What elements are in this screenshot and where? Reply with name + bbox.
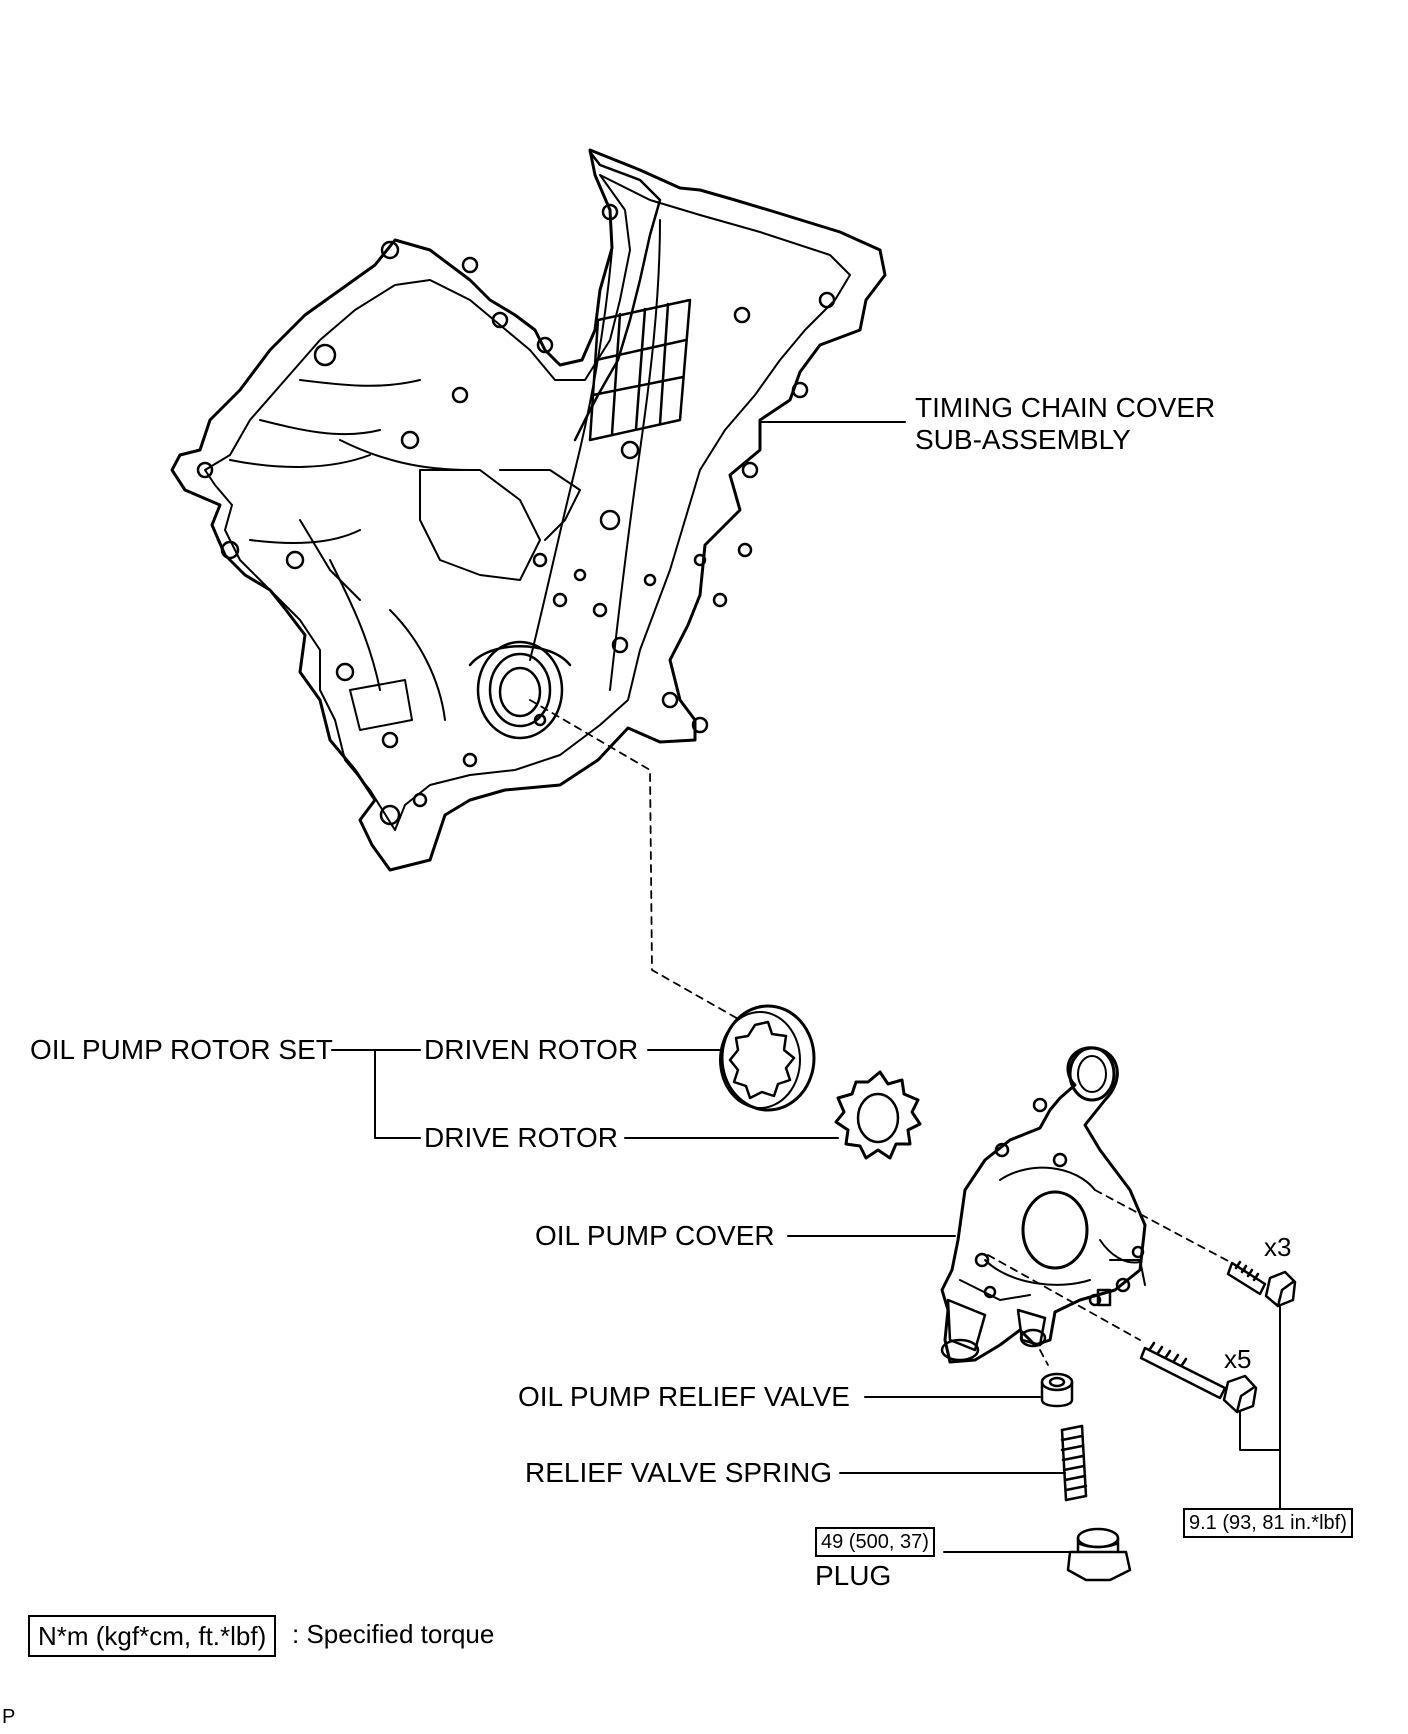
- label-bolt-qty-x3: x3: [1264, 1232, 1292, 1262]
- relief-valve-drawing: [1040, 1372, 1074, 1408]
- rotor-set-bracket: [331, 1049, 421, 1139]
- crankshaft-oil-seal-boss: [468, 640, 572, 740]
- label-oil-pump-rotor-set: OIL PUMP ROTOR SET: [30, 1034, 333, 1065]
- timing-chain-cover-inner-rim: [204, 174, 851, 831]
- label-plug: PLUG: [815, 1560, 892, 1591]
- cover-lattice-window: [588, 298, 692, 442]
- timing-chain-cover-outline: [170, 148, 887, 872]
- label-oil-pump-cover: OIL PUMP COVER: [535, 1220, 775, 1251]
- relief-valve-spring-drawing: [1060, 1424, 1088, 1502]
- label-drive-rotor: DRIVE ROTOR: [424, 1122, 618, 1153]
- alignment-dash-to-bolts-b: [987, 1254, 1141, 1341]
- corner-mark: P: [2, 1706, 16, 1728]
- alignment-dash-to-relief-valve: [1039, 1349, 1049, 1366]
- long-bolt-drawing: [1139, 1341, 1258, 1414]
- driven-rotor-drawing: [719, 1004, 816, 1112]
- torque-box-bolts: 9.1 (93, 81 in.*lbf): [1183, 1508, 1353, 1538]
- cover-bolt-holes: [196, 203, 836, 826]
- label-timing-chain-cover-sub: SUB-ASSEMBLY: [915, 424, 1131, 455]
- label-bolt-qty-x5: x5: [1224, 1344, 1252, 1374]
- cover-lower-lobe: [329, 559, 446, 731]
- plug-drawing: [1066, 1527, 1132, 1582]
- label-oil-pump-relief-valve: OIL PUMP RELIEF VALVE: [518, 1381, 850, 1412]
- legend-torque-box: N*m (kgf*cm, ft.*lbf): [28, 1615, 277, 1657]
- alignment-dash-cover-to-rotor: [529, 699, 741, 1021]
- oil-pump-cover-drawing: [940, 1046, 1147, 1364]
- label-relief-valve-spring: RELIEF VALVE SPRING: [525, 1457, 833, 1488]
- label-driven-rotor: DRIVEN ROTOR: [424, 1034, 639, 1065]
- oil-pump-cover-bore: [1021, 1190, 1089, 1270]
- cover-left-ribs: [229, 379, 581, 601]
- oil-pump-cover-outline: [940, 1046, 1147, 1364]
- cover-central-ridge: [529, 219, 661, 691]
- drive-rotor-drawing: [834, 1070, 922, 1160]
- short-bolt-drawing: [1226, 1260, 1297, 1308]
- timing-chain-cover-drawing: [170, 148, 906, 1021]
- label-timing-chain-cover: TIMING CHAIN COVER: [915, 392, 1216, 423]
- bolt-torque-bracket: [1239, 1304, 1281, 1511]
- legend-specified-torque-text: : Specified torque: [292, 1619, 495, 1649]
- torque-box-plug: 49 (500, 37): [815, 1527, 935, 1557]
- oil-pump-cover-eye: [1068, 1046, 1116, 1102]
- alignment-dash-to-bolts-a: [1094, 1189, 1246, 1271]
